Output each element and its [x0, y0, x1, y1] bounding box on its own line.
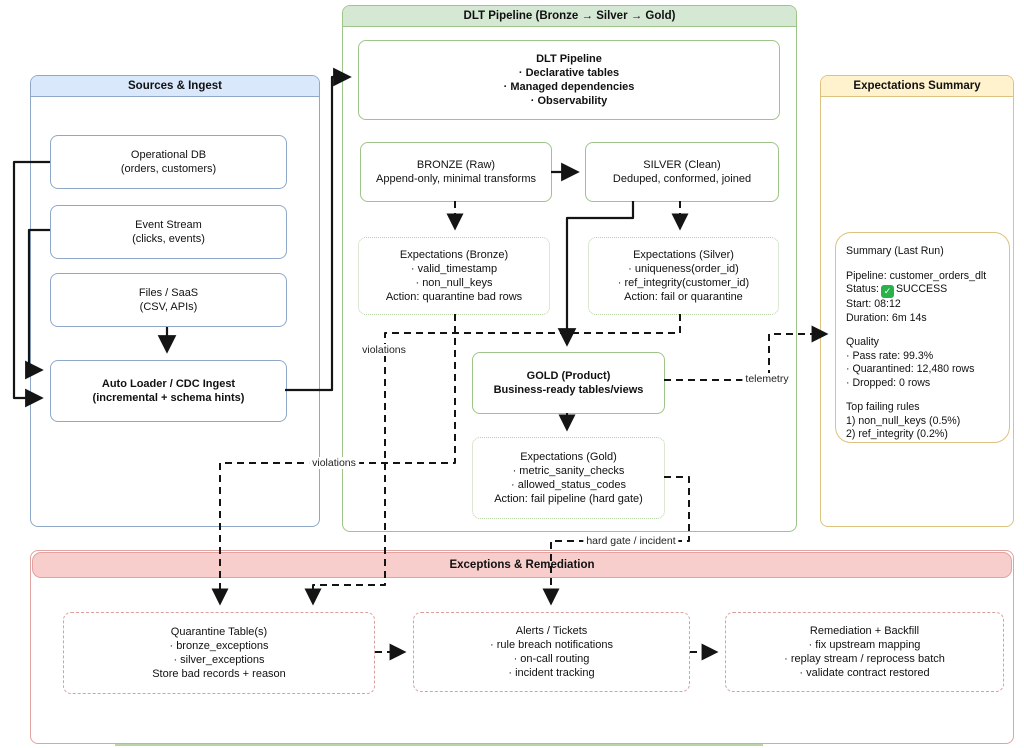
- summary-heading: Summary (Last Run): [846, 245, 944, 257]
- node-text-line: Expectations (Bronze): [399, 249, 509, 261]
- summary-status-line: Status:✓SUCCESS: [846, 283, 948, 299]
- dlt-pipeline-info-node: DLT Pipeline · Declarative tables · Mana…: [358, 40, 780, 120]
- silver-node: SILVER (Clean) Deduped, conformed, joine…: [585, 142, 779, 202]
- node-text-line: (incremental + schema hints): [92, 392, 245, 404]
- node-text-line: · on-call routing: [513, 653, 590, 665]
- status-label: Status:: [846, 283, 879, 296]
- node-text-line: Deduped, conformed, joined: [612, 173, 752, 185]
- node-text-line: · valid_timestamp: [410, 263, 498, 275]
- edge-label-telemetry: telemetry: [742, 373, 792, 385]
- operational-db-node: Operational DB (orders, customers): [50, 135, 287, 189]
- node-text-line: · replay stream / reprocess batch: [784, 653, 945, 665]
- node-text-line: · fix upstream mapping: [808, 639, 921, 651]
- node-text-line: DLT Pipeline: [536, 53, 602, 65]
- node-text-line: Business-ready tables/views: [493, 384, 644, 396]
- node-text-line: SILVER (Clean): [643, 159, 721, 171]
- node-text-line: Event Stream: [135, 219, 202, 231]
- node-text-line: Action: fail or quarantine: [624, 291, 743, 303]
- node-text-line: · non_null_keys: [415, 277, 493, 289]
- canvas-edge-line: [115, 744, 763, 746]
- sources-container-title: Sources & Ingest: [31, 76, 319, 97]
- alerts-node: Alerts / Tickets · rule breach notificat…: [413, 612, 690, 692]
- node-text-line: Expectations (Silver): [633, 249, 734, 261]
- node-text-line: · uniqueness(order_id): [628, 263, 739, 275]
- node-text-line: · silver_exceptions: [173, 654, 265, 666]
- expectations-silver-node: Expectations (Silver) · uniqueness(order…: [588, 237, 779, 315]
- status-value: SUCCESS: [895, 283, 948, 296]
- quarantine-node: Quarantine Table(s) · bronze_exceptions …: [63, 612, 375, 694]
- summary-quality-item: · Pass rate: 99.3%: [846, 349, 934, 362]
- success-check-icon: ✓: [880, 285, 894, 299]
- auto-loader-node: Auto Loader / CDC Ingest (incremental + …: [50, 360, 287, 422]
- node-text-line: · allowed_status_codes: [511, 479, 626, 491]
- node-text-line: Files / SaaS: [138, 287, 199, 299]
- summary-failing-item: 1) non_null_keys (0.5%): [846, 414, 961, 427]
- node-text-line: Append-only, minimal transforms: [376, 173, 536, 185]
- edge-label-violations-bronze: violations: [309, 457, 359, 469]
- node-text-line: Operational DB: [130, 149, 207, 161]
- summary-start-line: Start: 08:12: [846, 298, 901, 311]
- summary-card: Summary (Last Run) Pipeline: customer_or…: [835, 232, 1010, 443]
- node-text-line: · metric_sanity_checks: [512, 465, 625, 477]
- node-text-line: (orders, customers): [120, 163, 217, 175]
- node-text-line: Action: fail pipeline (hard gate): [494, 493, 643, 505]
- node-text-line: · validate contract restored: [799, 667, 930, 679]
- node-text-line: · Declarative tables: [518, 67, 620, 79]
- node-text-line: · Managed dependencies: [503, 81, 635, 93]
- node-text-line: · Observability: [530, 95, 608, 107]
- summary-duration-line: Duration: 6m 14s: [846, 311, 927, 324]
- node-text-line: Store bad records + reason: [152, 668, 286, 680]
- node-text-line: (CSV, APIs): [139, 301, 198, 313]
- node-text-line: · rule breach notifications: [490, 639, 613, 651]
- summary-quality-heading: Quality: [846, 336, 879, 349]
- node-text-line: GOLD (Product): [526, 370, 611, 382]
- summary-quality-item: · Quarantined: 12,480 rows: [846, 363, 975, 376]
- event-stream-node: Event Stream (clicks, events): [50, 205, 287, 259]
- dlt-pipeline-container-title: DLT Pipeline (Bronze → Silver → Gold): [343, 6, 796, 27]
- expectations-summary-container-title: Expectations Summary: [821, 76, 1013, 97]
- remediation-node: Remediation + Backfill · fix upstream ma…: [725, 612, 1004, 692]
- bronze-node: BRONZE (Raw) Append-only, minimal transf…: [360, 142, 552, 202]
- node-text-line: (clicks, events): [132, 233, 205, 245]
- node-text-line: · ref_integrity(customer_id): [617, 277, 750, 289]
- exceptions-container-title: Exceptions & Remediation: [32, 552, 1012, 578]
- node-text-line: · incident tracking: [508, 667, 595, 679]
- node-text-line: Alerts / Tickets: [515, 625, 588, 637]
- summary-failing-heading: Top failing rules: [846, 401, 920, 414]
- node-text-line: Remediation + Backfill: [809, 625, 920, 637]
- expectations-gold-node: Expectations (Gold) · metric_sanity_chec…: [472, 437, 665, 519]
- summary-failing-item: 2) ref_integrity (0.2%): [846, 428, 948, 441]
- gold-node: GOLD (Product) Business-ready tables/vie…: [472, 352, 665, 414]
- node-text-line: BRONZE (Raw): [416, 159, 496, 171]
- node-text-line: Quarantine Table(s): [170, 626, 268, 638]
- node-text-line: Auto Loader / CDC Ingest: [101, 378, 236, 390]
- node-text-line: Expectations (Gold): [520, 451, 617, 463]
- edge-label-hard-gate: hard gate / incident: [583, 535, 679, 547]
- edge-label-violations-silver: violations: [359, 344, 409, 356]
- node-text-line: Action: quarantine bad rows: [385, 291, 523, 303]
- summary-pipeline-line: Pipeline: customer_orders_dlt: [846, 269, 987, 282]
- expectations-bronze-node: Expectations (Bronze) · valid_timestamp …: [358, 237, 550, 315]
- files-saas-node: Files / SaaS (CSV, APIs): [50, 273, 287, 327]
- summary-quality-item: · Dropped: 0 rows: [846, 376, 931, 389]
- node-text-line: · bronze_exceptions: [169, 640, 269, 652]
